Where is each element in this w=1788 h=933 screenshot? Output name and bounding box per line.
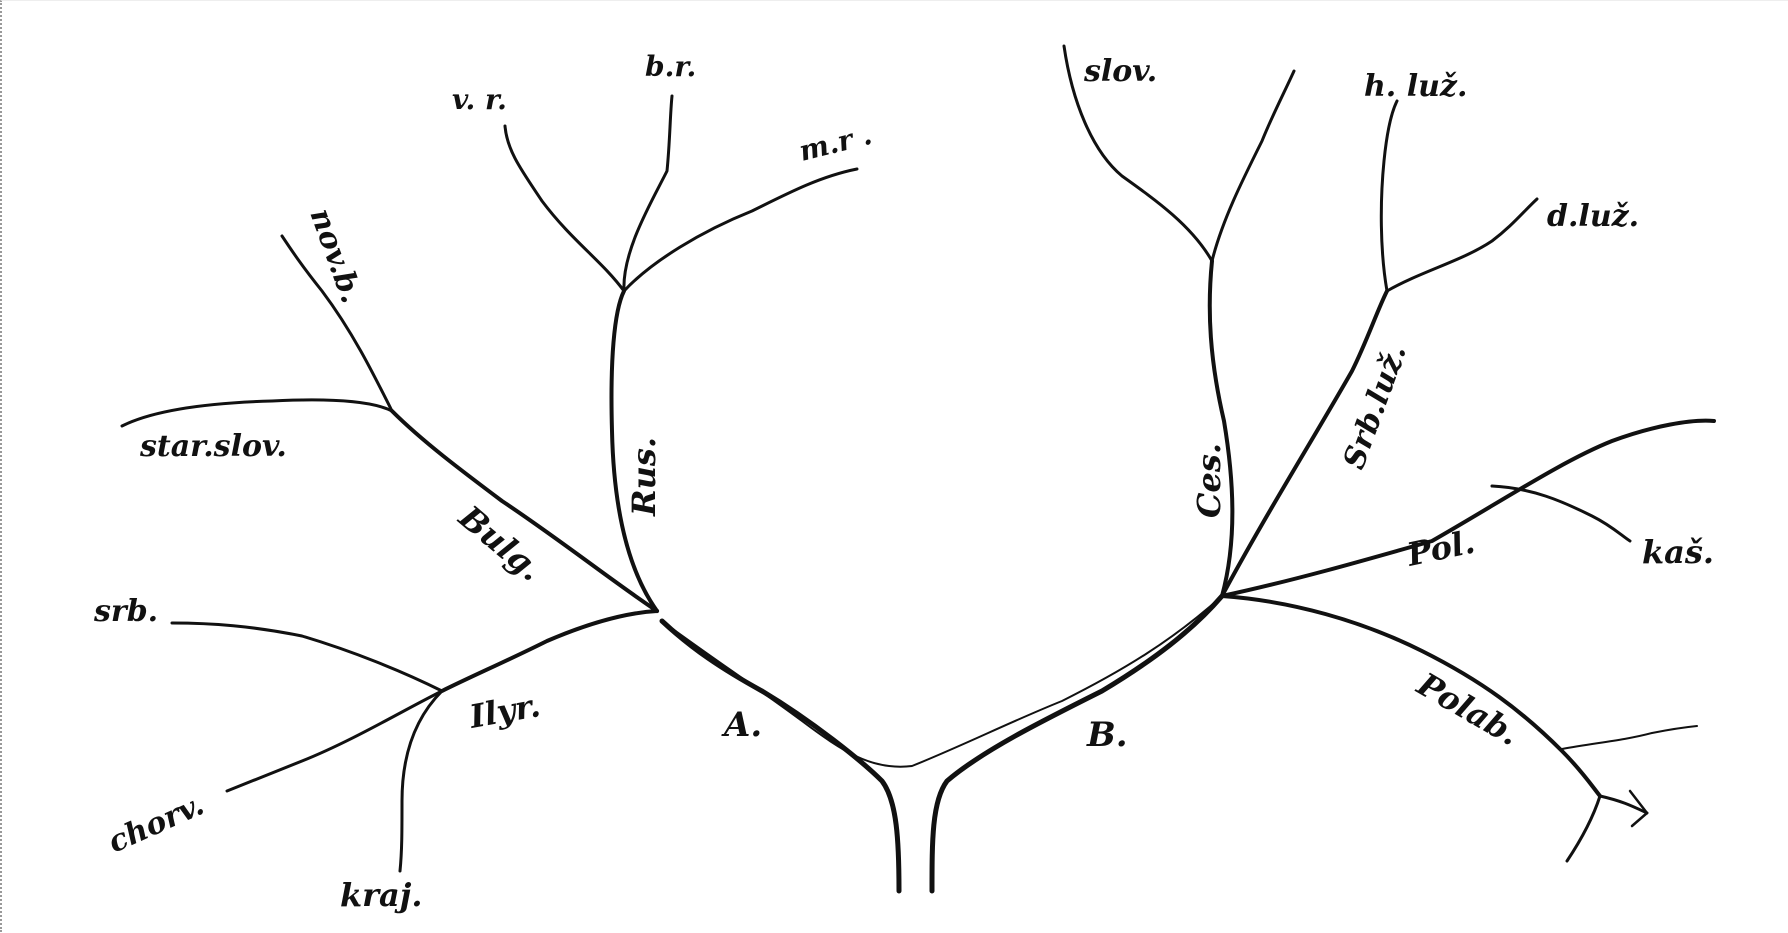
tree-trunk [659, 593, 1225, 894]
bulg-main-line [390, 409, 659, 613]
branch-ces [1062, 44, 1296, 598]
kas-branch [1490, 484, 1632, 543]
label-ces: Ces. [1190, 443, 1228, 518]
label-trunk-a: A. [721, 705, 762, 745]
branch-bulg [120, 234, 659, 613]
label-srb-luz: Srb.luž. [1337, 340, 1414, 474]
rus-main-line [609, 289, 659, 613]
srbluz-main-line [1220, 289, 1389, 598]
kraj-branch [398, 689, 444, 873]
trunk-right-branch [929, 593, 1225, 894]
ilyr-main-line [440, 609, 659, 693]
label-trunk-b: B. [1086, 715, 1128, 755]
label-nov-b: nov.b. [302, 204, 368, 308]
novb-branch [280, 234, 394, 413]
chorv-branch [225, 689, 444, 793]
polab-sub-1 [1565, 794, 1602, 863]
label-v-r: v. r. [452, 83, 507, 116]
vr-branch [503, 124, 626, 293]
slov-branch [1062, 44, 1214, 263]
label-chorv: chorv. [103, 787, 209, 860]
br-branch [622, 94, 674, 293]
polab-arrow [1628, 789, 1649, 828]
polab-sub-3 [1561, 725, 1698, 750]
label-star-slov: star.slov. [139, 429, 287, 464]
ces-upper-branch [1210, 69, 1296, 263]
label-slov: slov. [1083, 54, 1157, 89]
label-pol: Pol. [1403, 523, 1478, 574]
labels: A. B. Rus. v. r. b.r. m.r . Bulg. nov.b.… [93, 50, 1714, 914]
label-d-luz: d.luž. [1547, 199, 1639, 234]
pol-main-line [1220, 418, 1716, 598]
branch-rus [503, 94, 859, 613]
label-srb: srb. [93, 594, 158, 629]
starslov-branch [120, 398, 394, 428]
branch-pol [1220, 418, 1716, 598]
srb-branch [170, 621, 444, 693]
label-kas: kaš. [1642, 533, 1714, 571]
label-bulg: Bulg. [451, 497, 550, 588]
polab-main-line [1220, 594, 1602, 798]
label-rus: Rus. [625, 437, 663, 517]
branch-srbluz [1220, 99, 1539, 598]
mr-branch [622, 167, 859, 293]
label-kraj: kraj. [340, 876, 422, 914]
branch-polab [1220, 594, 1698, 863]
polab-sub-2 [1598, 794, 1649, 815]
ces-main-line [1207, 259, 1235, 598]
label-h-luz: h. luž. [1364, 69, 1467, 104]
label-b-r: b.r. [645, 50, 696, 83]
trunk-left-branch [659, 618, 902, 894]
branch-ilyr [170, 609, 659, 873]
label-ilyr: Ilyr. [466, 686, 543, 736]
dluz-branch [1385, 197, 1539, 293]
hluz-branch [1379, 99, 1399, 293]
trunk-inner-line [661, 595, 1223, 768]
label-m-r: m.r . [796, 118, 875, 168]
